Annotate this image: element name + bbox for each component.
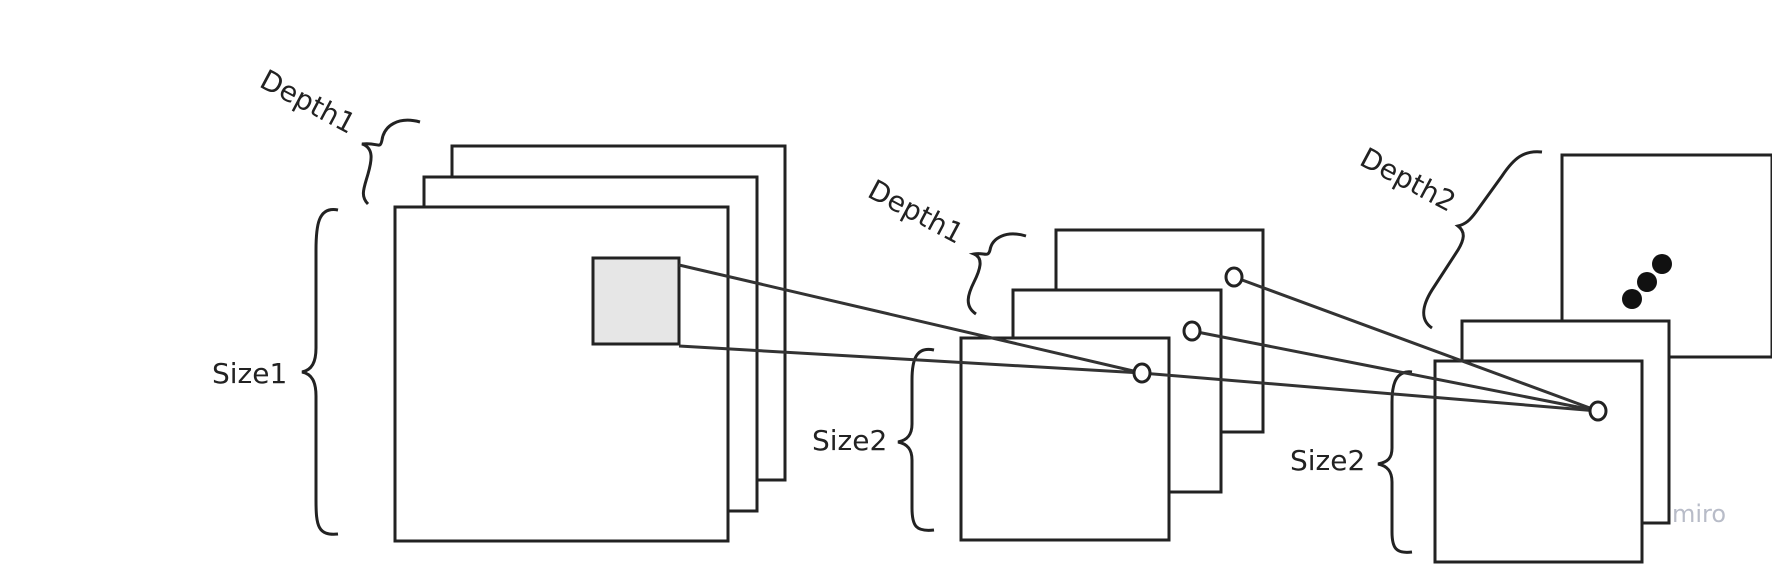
size-right-label: Size2	[1290, 444, 1365, 477]
miro-watermark: miro	[1672, 500, 1726, 528]
patch-to-neuron-bottom-line	[678, 344, 1143, 375]
depth-right-label: Depth2	[1355, 141, 1462, 219]
size-right-brace	[1377, 370, 1413, 554]
depth-left-label: Depth1	[255, 63, 362, 141]
depth-middle-label: Depth1	[863, 173, 970, 251]
input-volume	[393, 144, 787, 543]
neurons	[1132, 266, 1608, 422]
size-left-brace	[301, 208, 339, 536]
neuron-node-front	[1132, 362, 1152, 384]
depth-continuation-dots	[1622, 254, 1672, 309]
patch-to-neuron-top-line	[678, 263, 1143, 375]
size-left-label: Size1	[212, 357, 287, 390]
neuron-c-to-output-line	[1141, 371, 1599, 413]
size-middle-brace	[897, 347, 935, 532]
neuron-node-back	[1224, 266, 1244, 288]
neuron-node-middle	[1182, 320, 1202, 342]
connection-lines	[678, 263, 1599, 413]
depth-right-brace	[1422, 150, 1543, 330]
depth-left-brace	[361, 118, 421, 206]
receptive-field-patch	[591, 256, 681, 346]
neuron-a-to-output-line	[1233, 275, 1599, 413]
output-neuron-node	[1588, 400, 1608, 422]
feature-map-volume-2	[1433, 153, 1772, 564]
depth-middle-brace	[966, 232, 1027, 316]
feature-map-2-front	[1433, 359, 1644, 564]
neuron-b-to-output-line	[1191, 329, 1599, 413]
feature-map-volume-1	[959, 228, 1265, 542]
size-middle-label: Size2	[812, 424, 887, 457]
